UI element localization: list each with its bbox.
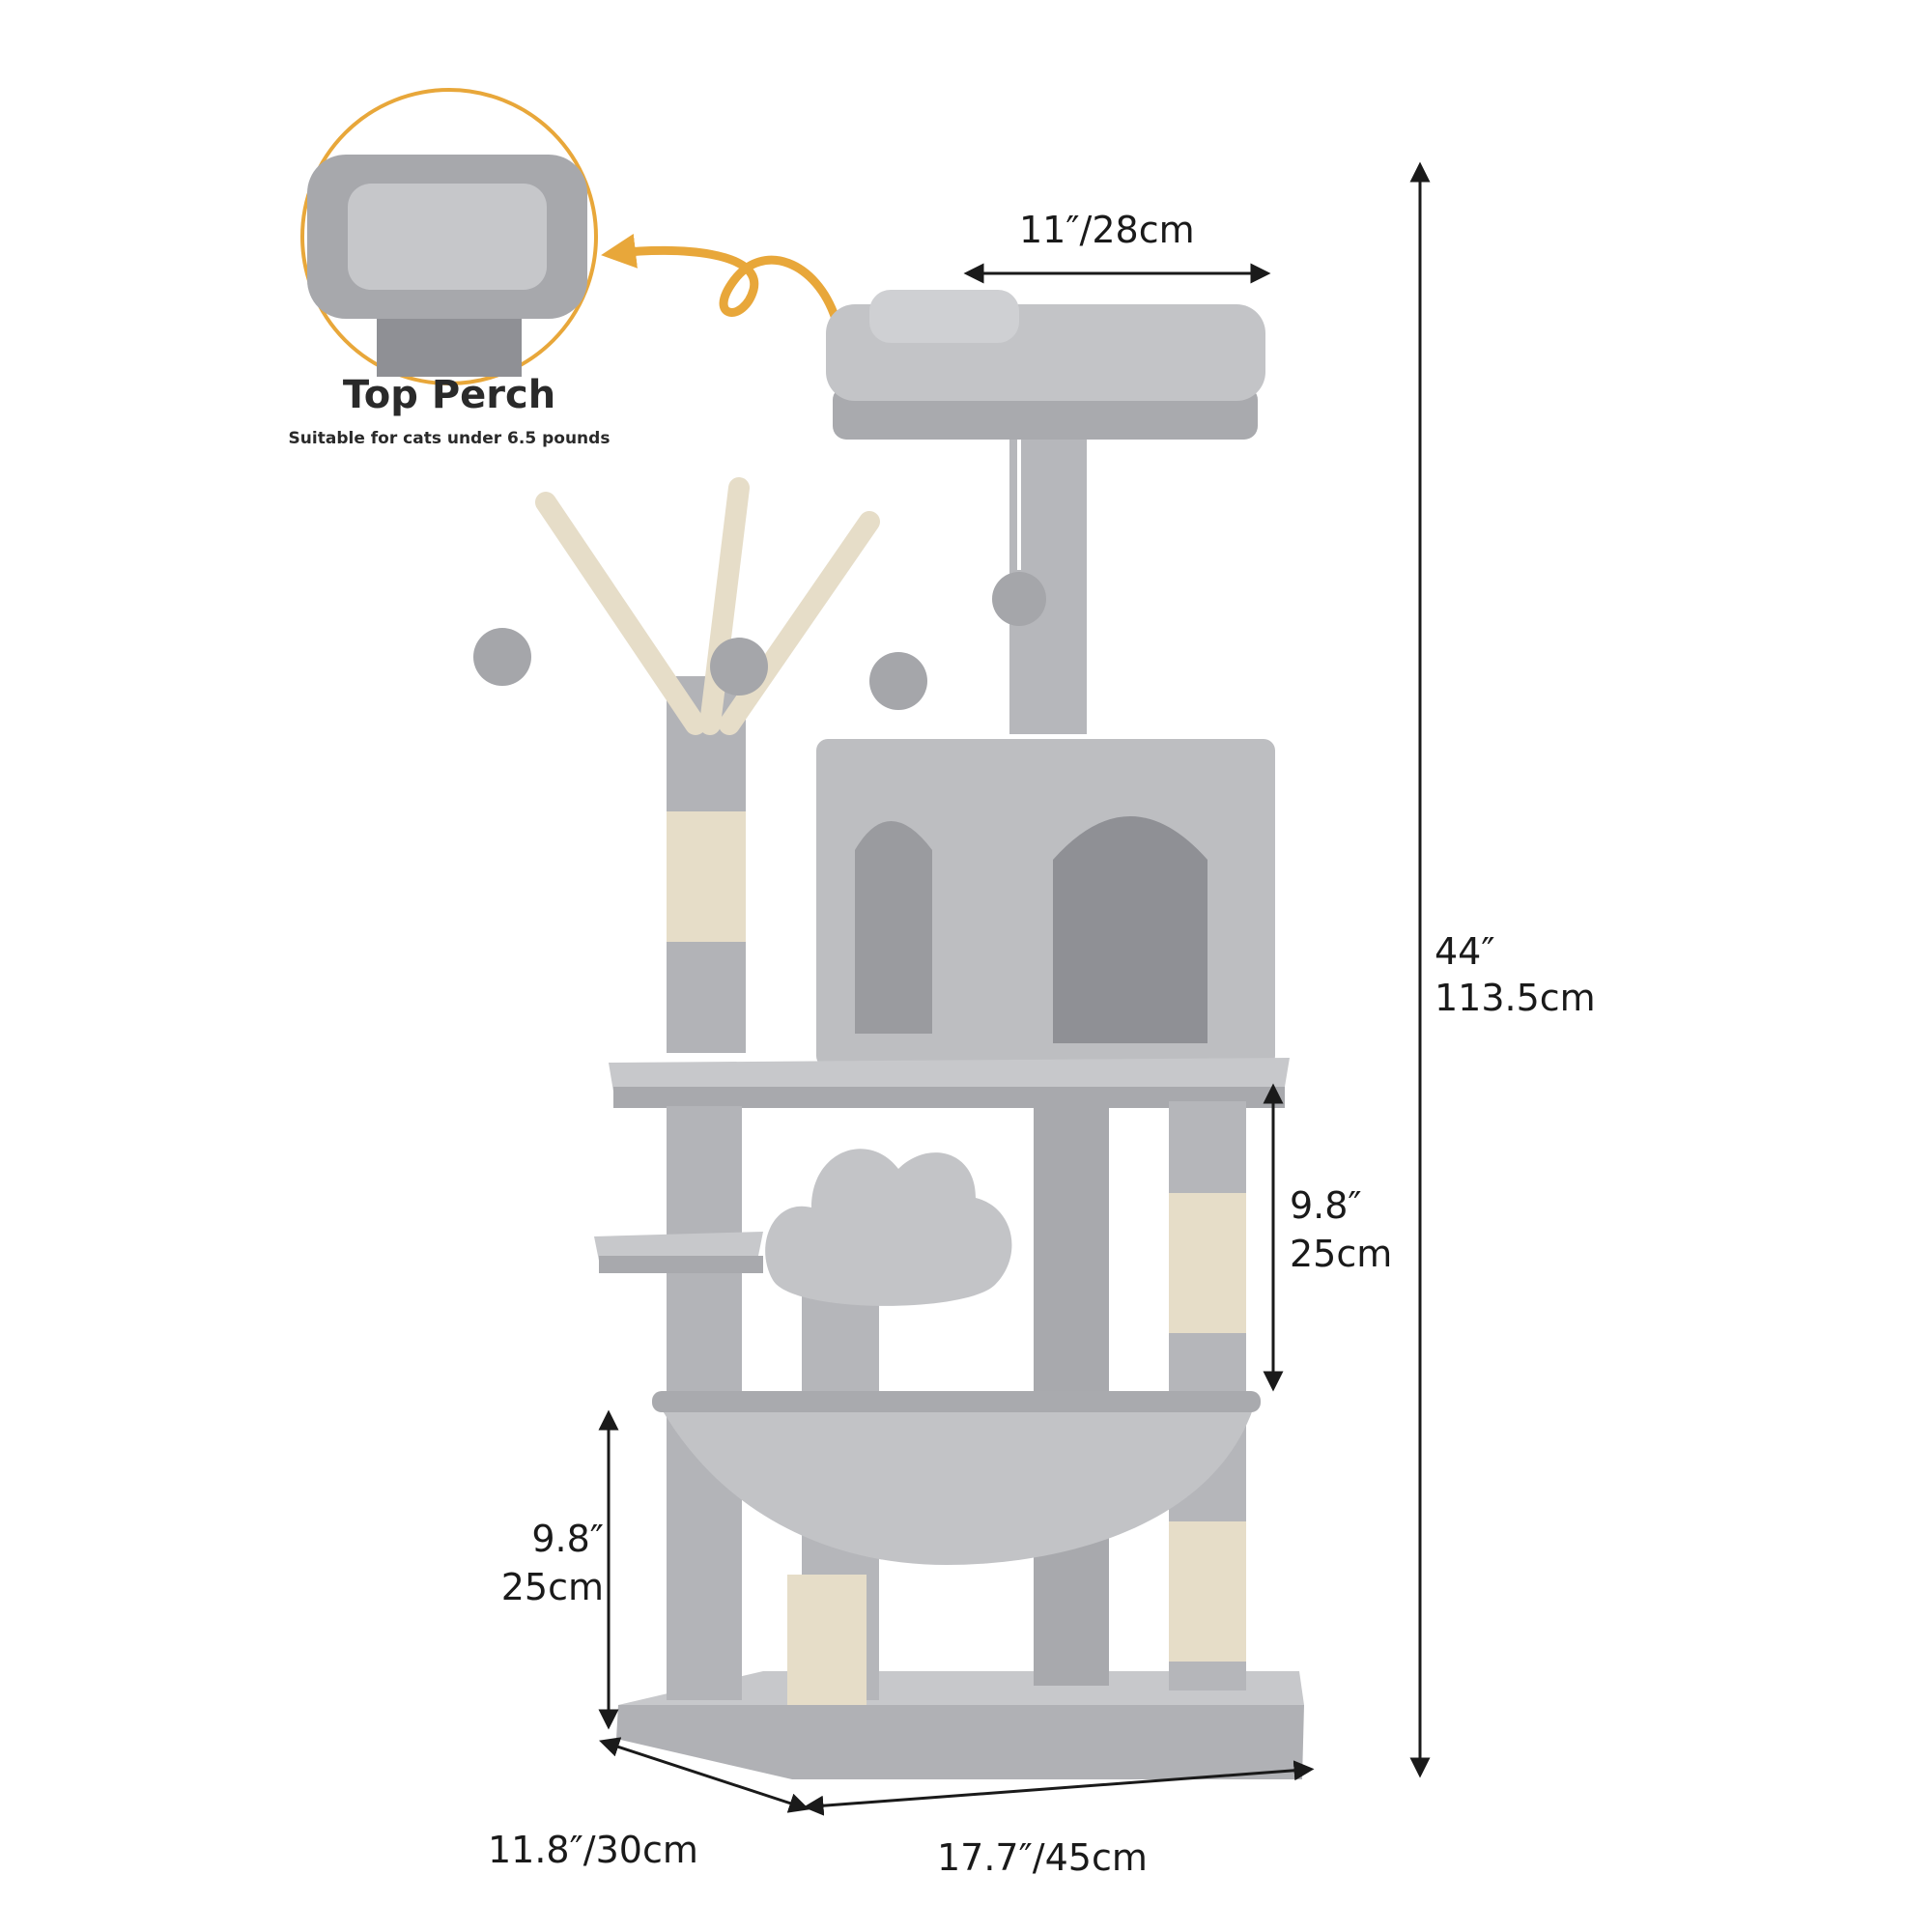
hammock-rim (652, 1391, 1261, 1412)
dimension-lines (598, 161, 1431, 1816)
side-step (594, 1232, 763, 1261)
left-upper-sisal (667, 811, 746, 942)
side-step-edge (599, 1256, 763, 1273)
condo-side-window (855, 821, 932, 1034)
right-lower-sisal (1169, 1521, 1246, 1662)
base-depth-line (599, 1737, 810, 1813)
base-front (616, 1705, 1304, 1779)
callout-bed-cushion (348, 184, 547, 290)
top-perch-roll (869, 290, 1019, 343)
right-upper-sisal (1169, 1193, 1246, 1333)
total-height-inch-label: 44″ (1435, 930, 1495, 973)
callout-arrow (601, 234, 840, 324)
upper-platform-edge (613, 1087, 1285, 1108)
top-perch-title: Top Perch (342, 373, 556, 417)
base-depth-label: 11.8″/30cm (488, 1829, 698, 1871)
callout-post (377, 319, 522, 377)
right-spacing-inch-label: 9.8″ (1290, 1184, 1362, 1227)
condo-entrance (1053, 816, 1208, 1043)
top-perch-note: Suitable for cats under 6.5 pounds (288, 429, 611, 448)
top-perch-callout (300, 88, 598, 385)
cat-tree (473, 290, 1304, 1779)
left-spacing-cm-label: 25cm (500, 1566, 604, 1608)
sisal-toy-arms (473, 477, 927, 735)
base-width-label: 17.7″/45cm (937, 1836, 1148, 1879)
base-width-line (803, 1760, 1315, 1816)
left-spacing-inch-label: 9.8″ (531, 1518, 604, 1560)
pompom-ball (992, 572, 1046, 626)
callout-perch-image (307, 155, 587, 377)
upper-platform-top (609, 1058, 1290, 1092)
top-width-label: 11″/28cm (1019, 209, 1195, 251)
right-spacing-cm-label: 25cm (1290, 1233, 1393, 1275)
center-front-sisal (787, 1575, 867, 1705)
cloud-pad (765, 1149, 1012, 1306)
hammock (657, 1401, 1256, 1565)
total-height-cm-label: 113.5cm (1435, 977, 1596, 1019)
